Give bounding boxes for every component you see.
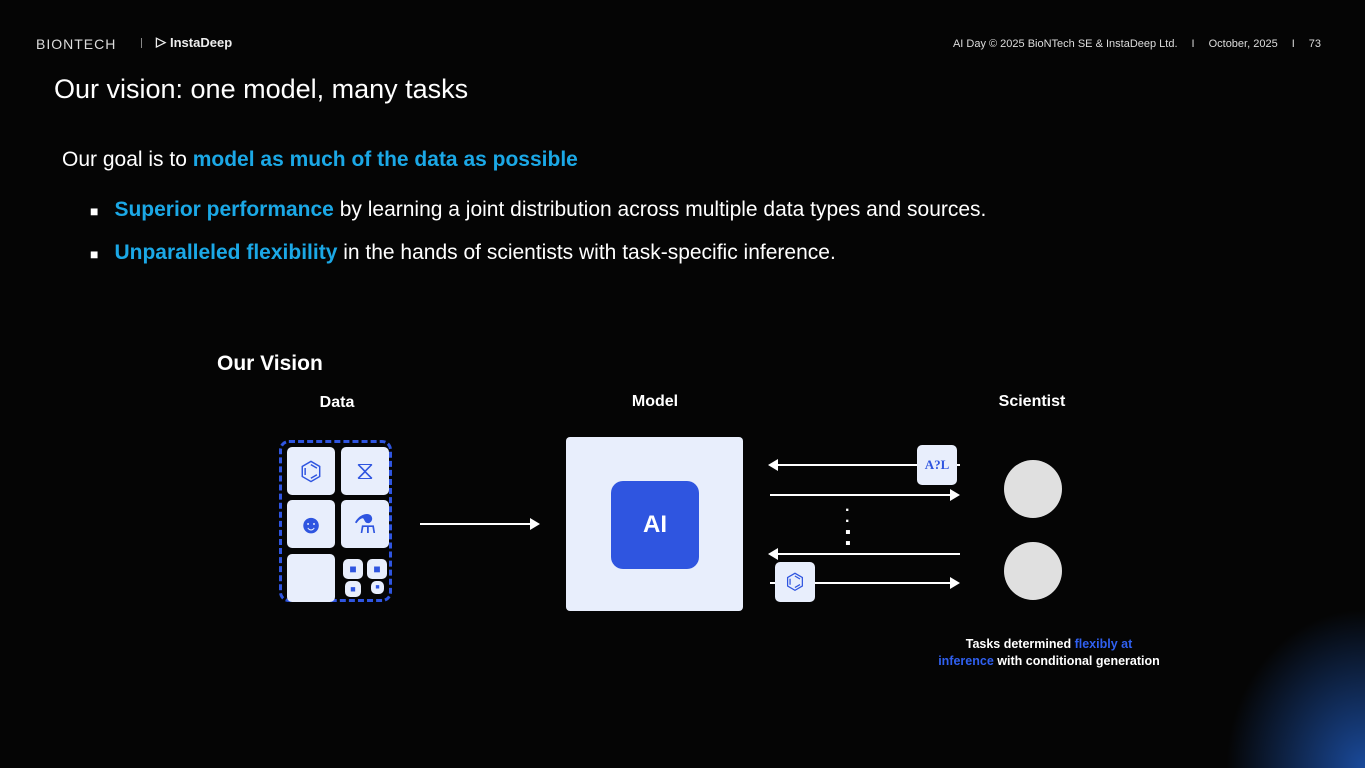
page-number: 73	[1308, 38, 1321, 50]
arrow-right	[770, 577, 960, 589]
text-task-icon: A?L	[917, 445, 957, 485]
arrow-left	[768, 548, 960, 560]
molecule-task-icon: ⌬	[775, 562, 815, 602]
biontech-logo: BIONTECH	[36, 36, 117, 52]
page-title: Our vision: one model, many tasks	[54, 74, 469, 104]
bullet-icon: ■	[90, 203, 99, 219]
caption-highlight: flexibly at	[1074, 637, 1133, 651]
square-icon: ■	[371, 581, 384, 594]
scientist-label: Scientist	[998, 393, 1066, 410]
arrow-right	[770, 489, 960, 501]
goal-statement: Our goal is to model as much of the data…	[62, 148, 578, 172]
data-label: Data	[319, 394, 355, 411]
model-box: AI	[566, 437, 743, 611]
data-group: ⌬ ⧖ ☻ ⚗ ■ ■ ■ ■	[279, 440, 392, 602]
header-info: AI Day © 2025 BioNTech SE & InstaDeep Lt…	[953, 38, 1321, 50]
arrow-left	[768, 459, 960, 471]
bullet-text: by learning a joint distribution across …	[333, 198, 987, 221]
dna-icon: ⧖	[341, 447, 389, 495]
goal-highlight: model as much of the data as possible	[192, 148, 578, 171]
caption-text: Tasks determined	[965, 637, 1075, 651]
square-icon: ■	[343, 559, 363, 579]
decorative-glow	[1225, 608, 1365, 768]
bullet-text: in the hands of scientists with task-spe…	[337, 241, 836, 264]
goal-prefix: Our goal is to	[62, 148, 193, 171]
instadeep-logo: ▷ InstaDeep	[156, 34, 232, 50]
ai-chip-icon: AI	[611, 481, 699, 569]
molecule-icon: ⌬	[287, 447, 335, 495]
bullet-item: ■ Unparalleled flexibility in the hands o…	[90, 241, 836, 267]
bullet-item: ■ Superior performance by learning a join…	[90, 198, 986, 224]
arrow-data-to-model	[420, 518, 540, 530]
separator: I	[1291, 38, 1295, 50]
instadeep-mark-icon: ▷	[156, 34, 166, 49]
caption-text: with conditional generation	[993, 654, 1160, 668]
instadeep-name: InstaDeep	[170, 34, 233, 50]
logo-divider	[141, 38, 142, 48]
ellipsis-dots: ··▪▪	[845, 502, 851, 552]
caption-highlight: inference	[938, 654, 994, 668]
bullet-highlight: Unparalleled flexibility	[114, 241, 338, 264]
diagram-caption: Tasks determined flexibly at inference wi…	[920, 636, 1178, 670]
square-icon: ■	[345, 581, 361, 597]
scientist-avatar	[1004, 542, 1062, 600]
date: October, 2025	[1208, 38, 1278, 50]
blank-tile	[287, 554, 335, 602]
square-icon: ■	[367, 559, 387, 579]
model-label: Model	[631, 393, 679, 410]
scientist-avatar	[1004, 460, 1062, 518]
otter-icon: ☻	[287, 500, 335, 548]
separator: I	[1191, 38, 1195, 50]
bullet-icon: ■	[90, 246, 99, 262]
diagram-title: Our Vision	[217, 352, 323, 375]
lab-flask-icon: ⚗	[341, 500, 389, 548]
copyright: AI Day © 2025 BioNTech SE & InstaDeep Lt…	[952, 38, 1178, 50]
bullet-highlight: Superior performance	[114, 198, 334, 221]
